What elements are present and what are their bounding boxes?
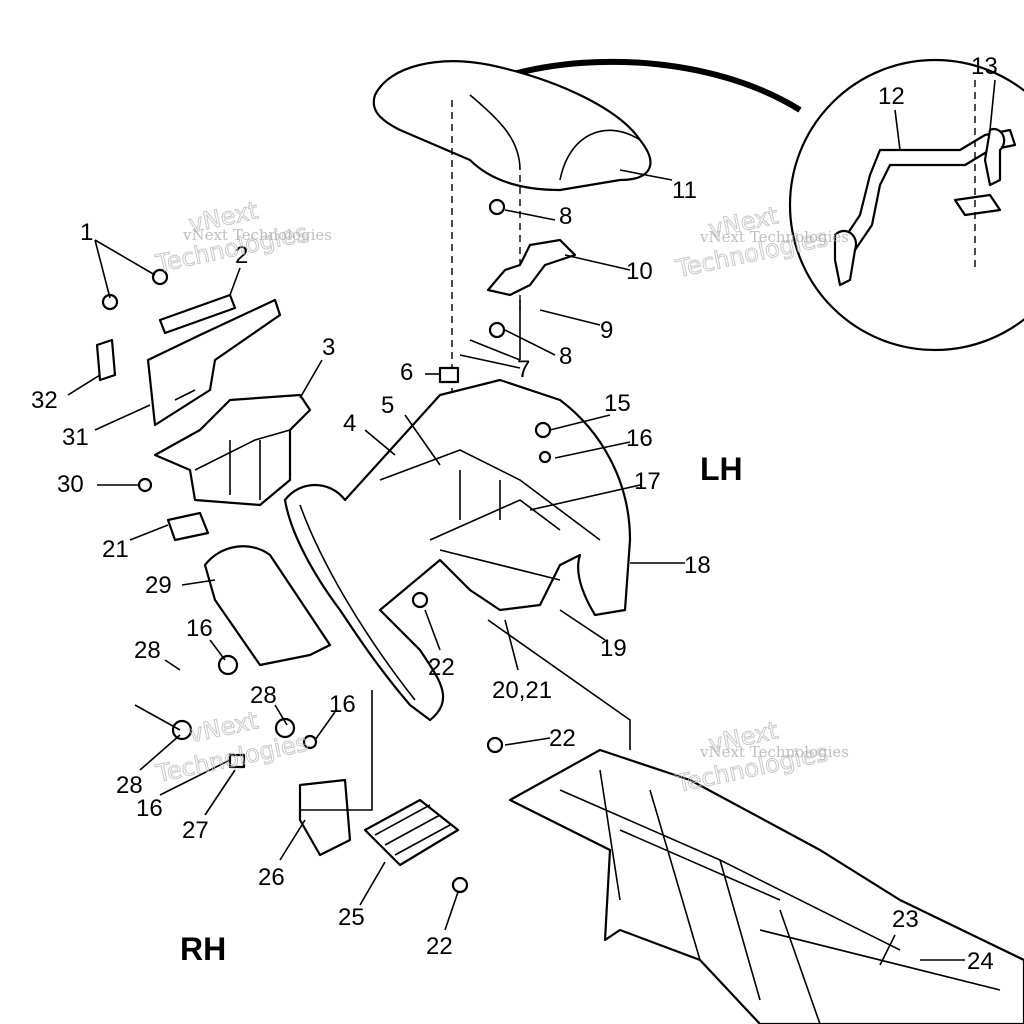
part-12-bar [838,128,1017,252]
callout-24: 24 [967,948,994,975]
callout-28b: 28 [250,682,277,709]
callout-32: 32 [31,387,58,414]
callout-7: 7 [517,356,530,383]
callout-8b: 8 [559,343,572,370]
svg-text:vNext Technologies: vNext Technologies [699,743,849,761]
svg-text:vNext Technologies: vNext Technologies [182,226,332,244]
bracket-part-26 [298,778,352,857]
callout-6: 6 [400,359,413,386]
cover-part-31 [146,298,282,427]
footrest-part-25 [363,798,460,867]
callout-18: 18 [684,552,711,579]
callout-labels: 1 2 3 4 5 6 7 8 8 9 10 11 12 13 15 16 16… [31,53,998,975]
rear-fender-assembly [283,378,632,722]
callout-21: 21 [102,536,129,563]
mud-flap-part-29 [203,545,332,667]
callout-9: 9 [600,317,613,344]
callout-8: 8 [559,203,572,230]
callout-5: 5 [381,392,394,419]
callout-28c: 28 [116,772,143,799]
leader-lines [67,79,996,966]
callout-22c: 22 [426,933,453,960]
callout-16a: 16 [626,425,653,452]
callout-16c: 16 [329,691,356,718]
callout-10: 10 [626,258,653,285]
callout-22b: 22 [549,725,576,752]
callout-28a: 28 [134,637,161,664]
callout-30: 30 [57,471,84,498]
callout-19: 19 [600,635,627,662]
rh-label: RH [180,931,226,967]
callout-20-21: 20,21 [492,677,552,704]
callout-29: 29 [145,572,172,599]
callout-23: 23 [892,906,919,933]
svg-text:vNext Technologies: vNext Technologies [699,228,849,246]
callout-26: 26 [258,864,285,891]
callout-16b: 16 [186,615,213,642]
callout-2: 2 [235,242,248,269]
frame-part-23 [508,748,1024,1024]
callout-16d: 16 [136,795,163,822]
callout-17: 17 [634,468,661,495]
callout-27: 27 [182,817,209,844]
callout-13: 13 [971,53,998,80]
callout-3: 3 [322,334,335,361]
callout-15: 15 [604,390,631,417]
lh-label: LH [700,451,743,487]
callout-1: 1 [80,219,93,246]
callout-12: 12 [878,83,905,110]
callout-4: 4 [343,410,356,437]
bracket-part-10 [486,238,577,297]
callout-11: 11 [672,177,697,204]
callout-22a: 22 [428,654,455,681]
detail-inset [509,58,1024,352]
callout-25: 25 [338,904,365,931]
callout-31: 31 [62,424,89,451]
